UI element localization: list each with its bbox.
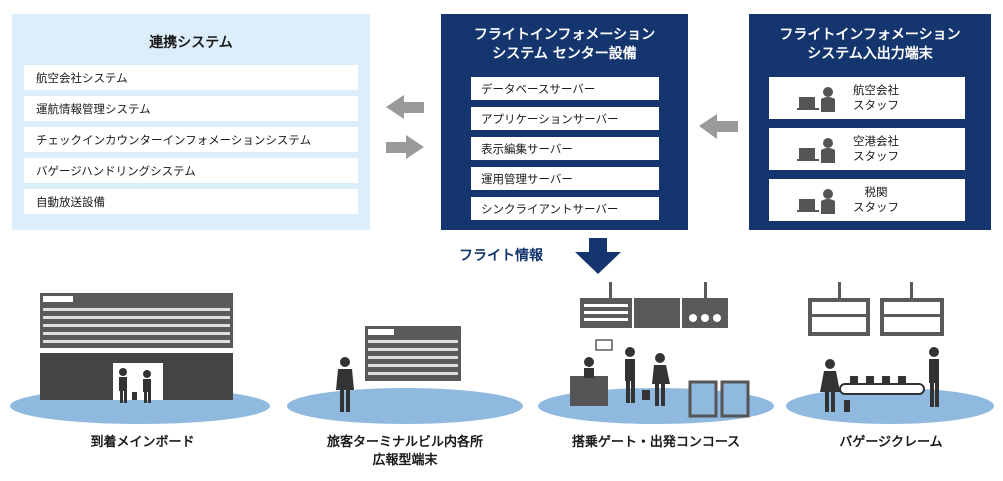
server-item: 運用管理サーバー — [471, 167, 659, 190]
staff-card: 航空会社スタッフ — [769, 77, 965, 119]
linked-systems-title: 連携システム — [149, 35, 233, 51]
scene-caption: バゲージクレーム — [784, 434, 998, 452]
staff-label-line2: スタッフ — [853, 98, 899, 112]
person-icon — [336, 357, 354, 412]
staff-label-line1: 航空会社 — [853, 83, 899, 97]
left-arrow-icon — [386, 95, 424, 119]
scene-caption-line1: 到着メインボード — [90, 435, 195, 450]
info-display-icon — [365, 326, 461, 381]
staff-label-line2: スタッフ — [853, 200, 899, 214]
scene-caption-line2: 広報型端末 — [372, 453, 438, 468]
scene-caption-line1: 旅客ターミナルビル内各所 — [326, 435, 483, 450]
traveler-icon — [119, 368, 151, 403]
server-label: シンクライアントサーバー — [481, 201, 619, 216]
server-label: 表示編集サーバー — [481, 141, 573, 156]
linked-system-label: 自動放送設備 — [36, 194, 105, 209]
baggage-claim-scene — [786, 282, 994, 424]
flight-info-label: フライト情報 — [459, 248, 543, 264]
scene-caption-line1: 搭乗ゲート・出発コンコース — [571, 435, 741, 450]
center-equipment-title: フライトインフォメーション システム センター設備 — [441, 26, 688, 64]
gate-display-icon — [580, 282, 728, 328]
terminal-panel: フライトインフォメーション システム入出力端末 航空会社スタッフ 空港会社スタッ… — [749, 14, 991, 230]
center-title-line2: システム センター設備 — [492, 46, 637, 62]
passengers-icon — [820, 347, 939, 412]
staff-label-line1: 空港会社 — [853, 134, 899, 148]
scene-caption: 旅客ターミナルビル内各所 広報型端末 — [283, 434, 527, 470]
linked-system-label: 航空会社システム — [36, 70, 128, 85]
scene-caption: 到着メインボード — [10, 434, 275, 452]
linked-system-item: 航空会社システム — [24, 65, 358, 90]
linked-system-item: 自動放送設備 — [24, 189, 358, 214]
terminal-title: フライトインフォメーション システム入出力端末 — [749, 26, 991, 64]
server-label: データベースサーバー — [481, 81, 596, 96]
staff-at-computer-icon — [797, 87, 835, 112]
linked-system-item: チェックインカウンターインフォメーションシステム — [24, 127, 358, 152]
center-equipment-panel: フライトインフォメーション システム センター設備 データベースサーバー アプリ… — [441, 14, 688, 230]
conveyor-icon — [839, 376, 925, 395]
staff-at-computer-icon — [797, 189, 835, 214]
linked-system-item: バゲージハンドリングシステム — [24, 158, 358, 183]
down-arrow-icon — [575, 238, 621, 274]
left-arrow-icon — [699, 114, 738, 139]
server-label: 運用管理サーバー — [481, 171, 573, 186]
staff-card: 空港会社スタッフ — [769, 128, 965, 170]
terminal-display-scene — [287, 326, 523, 424]
floor-ellipse — [786, 388, 994, 424]
passengers-icon — [625, 347, 670, 406]
staff-label-line1: 税関 — [864, 185, 888, 199]
server-item: アプリケーションサーバー — [471, 107, 659, 130]
linked-system-label: バゲージハンドリングシステム — [36, 163, 196, 178]
linked-system-label: 運航情報管理システム — [36, 101, 151, 116]
staff-label: 空港会社スタッフ — [831, 134, 921, 164]
staff-at-computer-icon — [797, 138, 835, 163]
server-item: データベースサーバー — [471, 77, 659, 100]
terminal-title-line2: システム入出力端末 — [807, 46, 933, 62]
server-item: 表示編集サーバー — [471, 137, 659, 160]
floor-ellipse — [287, 388, 523, 424]
claim-display-icon — [808, 282, 944, 336]
center-title-line1: フライトインフォメーション — [473, 27, 656, 43]
arrival-board-scene — [10, 293, 270, 424]
right-arrow-icon — [386, 135, 424, 159]
linked-systems-panel: 連携システム 航空会社システム 運航情報管理システム チェックインカウンターイン… — [12, 14, 370, 230]
linked-system-item: 運航情報管理システム — [24, 96, 358, 121]
staff-label-line2: スタッフ — [853, 149, 899, 163]
server-label: アプリケーションサーバー — [481, 111, 619, 126]
arrival-board-icon — [40, 293, 233, 400]
gate-turnstile-icon — [688, 380, 750, 418]
staff-label: 航空会社スタッフ — [831, 83, 921, 113]
scene-caption-line1: バゲージクレーム — [839, 435, 943, 450]
boarding-gate-scene — [538, 282, 774, 424]
terminal-title-line1: フライトインフォメーション — [779, 27, 961, 43]
exchange-arrows-icon — [386, 95, 424, 159]
linked-system-label: チェックインカウンターインフォメーションシステム — [36, 132, 312, 147]
server-item: シンクライアントサーバー — [471, 197, 659, 220]
staff-card: 税関スタッフ — [769, 179, 965, 221]
counter-staff-icon — [570, 339, 613, 406]
scene-caption: 搭乗ゲート・出発コンコース — [534, 434, 778, 452]
staff-label: 税関スタッフ — [831, 185, 921, 215]
